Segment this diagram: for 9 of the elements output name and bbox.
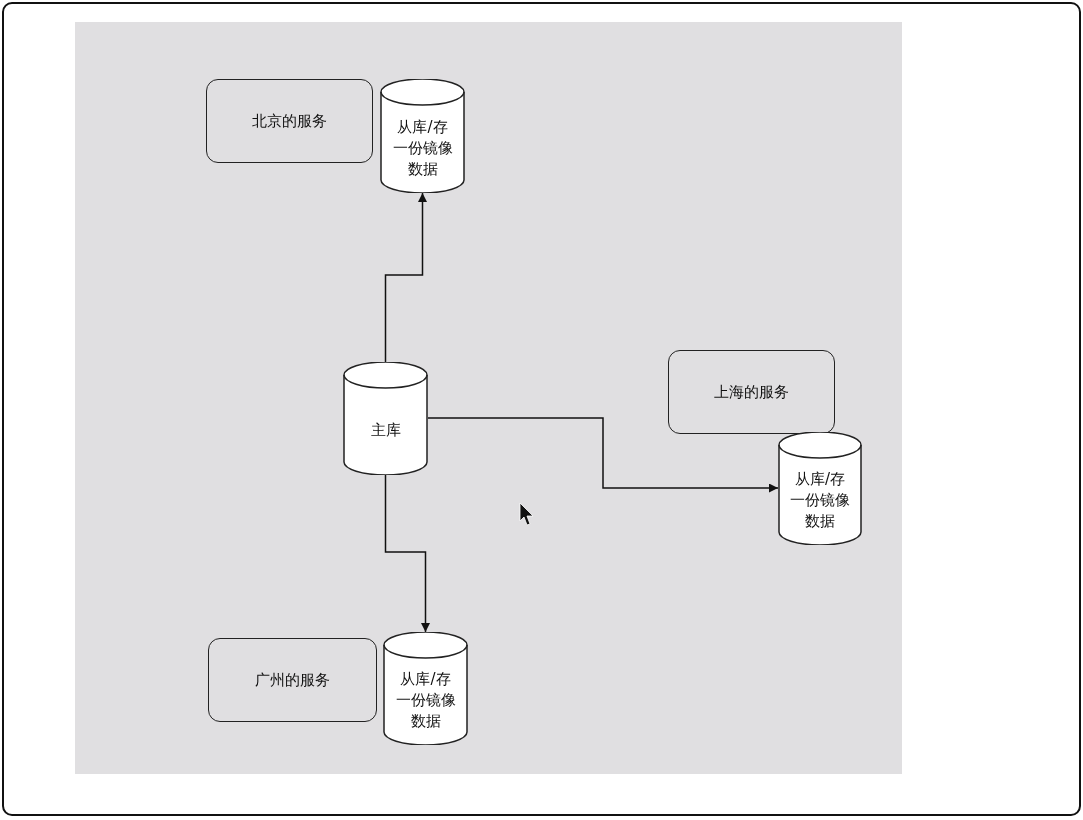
arrow xyxy=(384,192,427,363)
node-label: 从库/存一份镜像数据 xyxy=(394,669,457,732)
arrow xyxy=(384,474,430,633)
node-label: 从库/存一份镜像数据 xyxy=(789,469,851,532)
node-label: 从库/存一份镜像数据 xyxy=(391,116,454,180)
node-label: 主库 xyxy=(370,420,401,441)
arrow xyxy=(427,417,779,493)
service-box: 北京的服务 xyxy=(206,79,373,163)
service-box: 广州的服务 xyxy=(208,638,377,722)
